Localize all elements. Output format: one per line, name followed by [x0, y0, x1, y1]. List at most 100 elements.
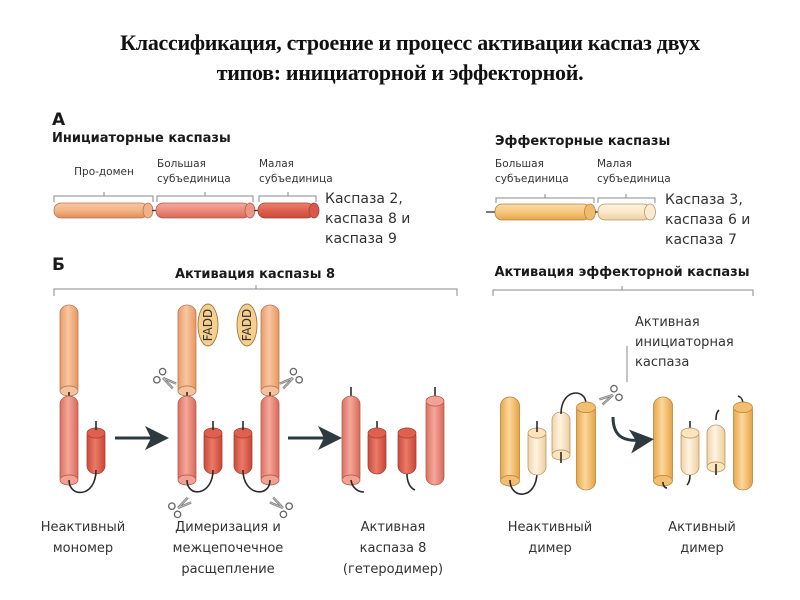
effector-large-cylinder-left: [500, 396, 520, 487]
prodomain-cylinder-left: [177, 304, 197, 397]
inactive-effector-dimer: [500, 384, 623, 495]
linker: [186, 469, 214, 493]
prodomain-cylinder: [59, 304, 79, 397]
enzyme-label-2: инициаторная: [635, 335, 734, 350]
small-subunit-cylinder-left: [367, 427, 387, 475]
effector-small-cylinder-left: [680, 427, 700, 476]
fadd-left-label: FADD: [201, 309, 215, 342]
initiator-members-1: Каспаза 2,: [325, 191, 403, 207]
effector-domain-brackets: [495, 194, 656, 203]
stage-label-dimerization: Димеризация и межцепочечное расщепление: [173, 520, 284, 577]
enzyme-label-3: каспаза: [635, 355, 689, 370]
small-subunit-cylinder-right: [233, 427, 253, 475]
large-subunit-cylinder-left: [177, 395, 197, 486]
stage-label-inactive-dimer: Неактивный димер: [508, 520, 593, 556]
linker: [242, 469, 271, 493]
dimerization-cleavage: [153, 304, 303, 519]
svg-text:Активный: Активный: [668, 520, 736, 535]
fadd-left: FADD: [197, 303, 219, 347]
linker: [715, 409, 720, 421]
initiator-large-label-2: субъединица: [157, 173, 231, 185]
initiator-members-3: каспаза 9: [325, 231, 397, 247]
effector-large-cylinder-left: [653, 396, 673, 487]
svg-text:каспаза 8: каспаза 8: [360, 541, 427, 556]
effector-members-2: каспаза 6 и: [665, 212, 750, 228]
effector-large-label-1: Большая: [495, 158, 544, 170]
active-caspase8-heterodimer: [341, 387, 445, 493]
effector-small-cylinder-right: [551, 411, 571, 461]
scissors-icon: [279, 367, 303, 390]
inactive-monomer: [59, 304, 106, 494]
effector-small-cylinder-left: [527, 427, 547, 476]
linker: [686, 474, 691, 486]
initiator-members-2: каспаза 8 и: [325, 211, 410, 227]
small-subunit-cylinder: [86, 427, 106, 475]
svg-text:(гетеродимер): (гетеродимер): [343, 562, 443, 577]
enzyme-label-1: Активная: [635, 315, 700, 330]
initiator-small-subunit-cylinder: [257, 202, 320, 219]
initiator-heading: Инициаторные каспазы: [52, 131, 231, 146]
effector-large-subunit-cylinder: [494, 203, 596, 221]
svg-text:Активная: Активная: [361, 520, 426, 535]
effector-members-3: каспаза 7: [665, 232, 737, 248]
initiator-large-subunit-cylinder: [155, 202, 256, 219]
fadd-right-label: FADD: [240, 309, 254, 342]
caspase8-activation-heading: Активация каспазы 8: [175, 267, 335, 282]
arrow-effector-activation-icon: [611, 416, 654, 454]
linker: [68, 469, 97, 494]
fadd-right: FADD: [236, 303, 258, 347]
effector-small-label-1: Малая: [597, 158, 632, 170]
large-subunit-cylinder-right: [425, 395, 445, 486]
panel-b-letter: Б: [52, 255, 65, 275]
large-subunit-cylinder: [59, 395, 79, 486]
stage-label-inactive-monomer: Неактивный мономер: [41, 520, 126, 556]
prodomain-cylinder-right: [260, 304, 280, 397]
effector-large-label-2: субъединица: [495, 173, 569, 185]
svg-text:Неактивный: Неактивный: [508, 520, 593, 535]
svg-text:Неактивный: Неактивный: [41, 520, 126, 535]
svg-text:расщепление: расщепление: [181, 562, 274, 577]
initiator-domain-brackets: [53, 192, 317, 202]
title-line-1: Классификация, строение и процесс актива…: [120, 30, 700, 55]
linker: [509, 471, 538, 495]
linker: [662, 481, 668, 489]
svg-text:межцепочечное: межцепочечное: [173, 541, 284, 556]
effector-members-1: Каспаза 3,: [665, 192, 743, 208]
svg-text:димер: димер: [528, 541, 572, 556]
scissors-icon: [168, 496, 192, 519]
stage-label-active-caspase8: Активная каспаза 8 (гетеродимер): [343, 520, 443, 577]
large-subunit-cylinder-right: [260, 395, 280, 486]
small-subunit-cylinder-right: [397, 427, 417, 475]
stage-label-active-dimer: Активный димер: [668, 520, 736, 556]
effector-activation-bracket: [492, 286, 754, 296]
active-effector-dimer: [653, 395, 753, 491]
effector-large-cylinder-right: [733, 401, 753, 491]
prodomain-cylinder: [53, 202, 154, 219]
small-subunit-cylinder-left: [203, 427, 223, 475]
panel-a-letter: А: [52, 110, 66, 130]
linker: [560, 392, 587, 415]
prodomain-label: Про-домен: [74, 166, 134, 178]
effector-large-cylinder-right: [576, 401, 596, 491]
linker: [406, 473, 416, 491]
initiator-caspase-structure: [53, 202, 320, 219]
initiator-small-label-2: субъединица: [259, 173, 333, 185]
svg-text:мономер: мономер: [53, 541, 113, 556]
large-subunit-cylinder-left: [341, 395, 361, 486]
title-line-2: типов: инициаторной и эффекторной.: [216, 60, 584, 85]
svg-text:димер: димер: [680, 541, 724, 556]
slide-title: Классификация, строение и процесс актива…: [0, 28, 800, 88]
scissors-icon: [153, 367, 177, 390]
linker: [350, 479, 365, 493]
scissors-icon: [269, 496, 293, 519]
initiator-large-label-1: Большая: [157, 158, 206, 170]
svg-text:Димеризация и: Димеризация и: [175, 520, 281, 535]
effector-activation-heading: Активация эффекторной каспазы: [495, 265, 750, 280]
caspase8-bracket: [53, 285, 458, 296]
effector-small-subunit-cylinder: [597, 203, 656, 221]
effector-caspase-structure: [486, 203, 656, 221]
effector-small-label-2: субъединица: [597, 173, 671, 185]
effector-heading: Эффекторные каспазы: [495, 134, 670, 149]
initiator-small-label-1: Малая: [259, 158, 294, 170]
